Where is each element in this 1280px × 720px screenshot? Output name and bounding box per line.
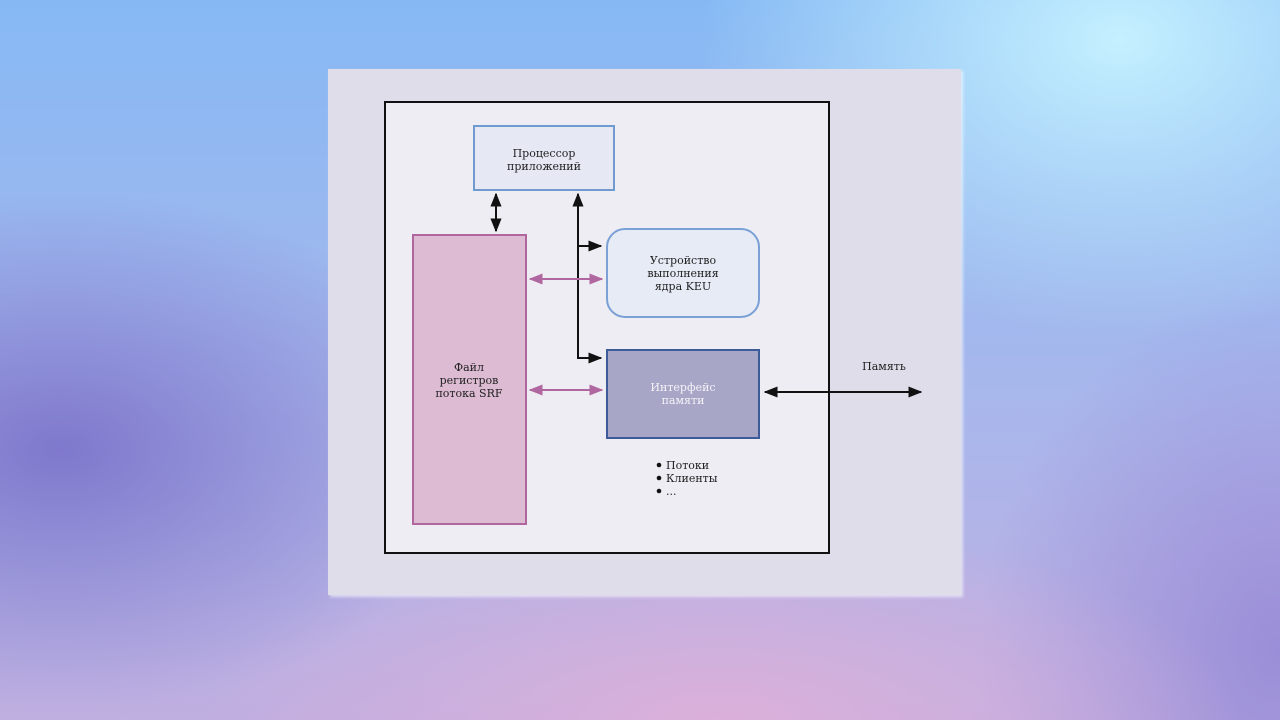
keu-box xyxy=(606,228,760,318)
keu-label-line2: выполнения xyxy=(647,267,718,280)
memory-interface-box xyxy=(606,349,760,439)
srf-label-line1: Файл xyxy=(454,361,484,374)
processor-label-line1: Процессор xyxy=(513,147,576,160)
bullet-list: Потоки Клиенты ... xyxy=(656,459,718,498)
srf-box xyxy=(412,234,527,525)
srf-label-line2: регистров xyxy=(440,374,499,387)
diagram-image: Процессор приложений Файл регистров пото… xyxy=(328,69,961,595)
bullet-item: ... xyxy=(666,485,677,498)
bullet-dot xyxy=(656,462,662,468)
processor-label-line2: приложений xyxy=(507,160,581,173)
bullet-item: Клиенты xyxy=(666,472,718,485)
memory-interface-label-line2: памяти xyxy=(662,394,705,407)
srf-label-line3: потока SRF xyxy=(435,387,502,400)
keu-label-line1: Устройство xyxy=(650,254,717,267)
memory-label: Память xyxy=(862,360,906,373)
bullet-dot xyxy=(656,475,662,481)
bullet-item: Потоки xyxy=(666,459,709,472)
processor-box xyxy=(473,125,615,191)
architecture-diagram: Процессор приложений Файл регистров пото… xyxy=(384,101,923,554)
keu-label-line3: ядра KEU xyxy=(655,280,711,293)
memory-interface-label-line1: Интерфейс xyxy=(650,381,715,394)
bullet-dot xyxy=(656,488,662,494)
